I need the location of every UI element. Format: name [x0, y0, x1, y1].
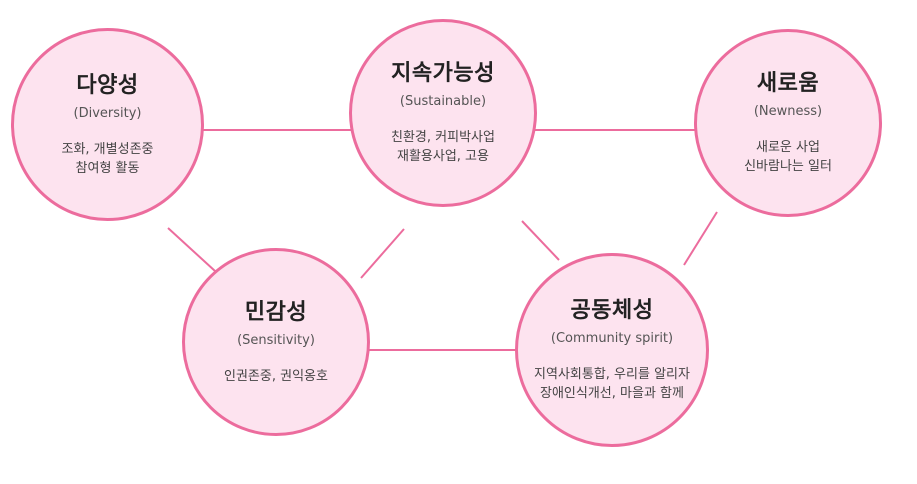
node-title: 민감성: [244, 299, 308, 325]
node-description-line: 신바람나는 일터: [744, 159, 832, 174]
node-description: 친환경, 커피박사업 재활용사업, 고용: [391, 128, 495, 166]
node-title: 다양성: [76, 72, 139, 98]
node-description: 인권존중, 권익옹호: [224, 367, 328, 386]
node-newness: 새로움 (Newness) 새로운 사업 신바람나는 일터: [694, 29, 882, 217]
node-sustainable: 지속가능성 (Sustainable) 친환경, 커피박사업 재활용사업, 고용: [349, 19, 537, 207]
node-subtitle: (Sensitivity): [237, 332, 315, 348]
node-community: 공동체성 (Community spirit) 지역사회통합, 우리를 알리자 …: [515, 253, 709, 447]
node-description-line: 인권존중, 권익옹호: [224, 368, 328, 384]
node-description: 새로운 사업 신바람나는 일터: [744, 138, 832, 176]
node-description: 조화, 개별성존중 참여형 활동: [62, 140, 154, 178]
node-description: 지역사회통합, 우리를 알리자 장애인식개선, 마을과 함께: [534, 365, 690, 403]
connector-diversity-sensitivity: [167, 227, 216, 272]
node-description-line: 조화, 개별성존중: [61, 141, 154, 157]
connector-sustainable-sensitivity: [360, 228, 405, 279]
node-title: 공동체성: [570, 298, 654, 323]
node-description-line: 참여형 활동: [75, 160, 140, 176]
node-subtitle: (Diversity): [73, 105, 142, 121]
node-description-line: 장애인식개선, 마을과 함께: [540, 386, 684, 401]
node-diversity: 다양성 (Diversity) 조화, 개별성존중 참여형 활동: [11, 28, 204, 221]
node-description-line: 지역사회통합, 우리를 알리자: [534, 367, 690, 382]
connector-sustainable-community: [521, 220, 560, 261]
node-description-line: 친환경, 커피박사업: [391, 130, 495, 145]
node-sensitivity: 민감성 (Sensitivity) 인권존중, 권익옹호: [182, 248, 370, 436]
node-subtitle: (Newness): [753, 104, 823, 119]
node-subtitle: (Community spirit): [550, 331, 674, 346]
node-title: 새로움: [756, 71, 820, 96]
node-title: 지속가능성: [391, 61, 495, 86]
connector-newness-community: [683, 211, 718, 266]
node-description-line: 재활용사업, 고용: [396, 149, 489, 164]
node-subtitle: (Sustainable): [399, 94, 487, 109]
node-description-line: 새로운 사업: [756, 140, 820, 155]
